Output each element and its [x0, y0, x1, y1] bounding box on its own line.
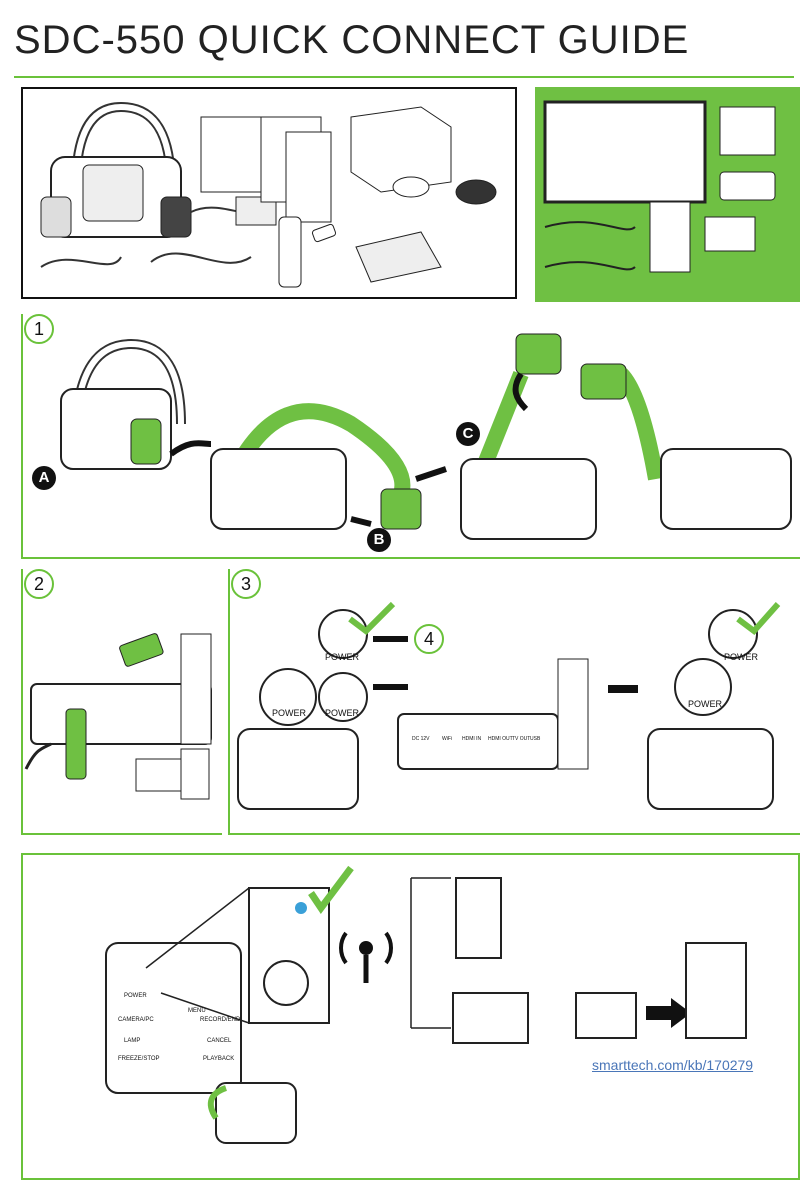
- hdmi-out-label: HDMI OUT: [488, 736, 513, 742]
- dc-12v-label: DC 12V: [412, 736, 430, 742]
- usb-label: USB: [530, 736, 541, 742]
- section-1: [21, 314, 800, 557]
- power-label-3: POWER: [325, 708, 360, 718]
- panel-record-end-label: RECORD/END: [200, 1017, 241, 1023]
- tv-out-label: TV OUT: [512, 736, 531, 742]
- step-2-illustration: [24, 633, 212, 800]
- box-contents-panel: [21, 87, 517, 299]
- panel-menu-label: MENU: [188, 1008, 206, 1014]
- title-rule: [14, 76, 794, 78]
- page-title: SDC-550 QUICK CONNECT GUIDE: [14, 18, 690, 62]
- step-1-badge: 1: [24, 314, 54, 344]
- substep-a-badge: A: [32, 466, 56, 490]
- step-2-badge: 2: [24, 569, 54, 599]
- substep-b-badge: B: [367, 528, 391, 552]
- display-options-illustration: [543, 100, 776, 273]
- step-3-badge: 3: [231, 569, 261, 599]
- box-contents-illustration: [40, 101, 497, 288]
- section-2-divider: [21, 833, 222, 835]
- panel-camera-pc-label: CAMERA/PC: [118, 1017, 154, 1023]
- panel-freeze-stop-label: FREEZE/STOP: [118, 1056, 160, 1062]
- panel-playback-label: PLAYBACK: [203, 1056, 235, 1062]
- power-label-1: POWER: [325, 652, 360, 662]
- power-label-4: POWER: [724, 652, 759, 662]
- wifi-port-label: WiFi: [442, 736, 452, 742]
- step-1-illustration: [60, 333, 792, 540]
- wifi-connection-illustration: [105, 865, 747, 1144]
- panel-cancel-label: CANCEL: [207, 1038, 232, 1044]
- section-3-divider: [228, 833, 800, 835]
- power-label-5: POWER: [688, 699, 723, 709]
- substep-c-badge: C: [456, 422, 480, 446]
- hdmi-in-label: HDMI IN: [462, 736, 482, 742]
- section-2: [21, 569, 222, 833]
- support-link[interactable]: smarttech.com/kb/170279: [592, 1057, 754, 1073]
- section-3: [228, 569, 800, 833]
- section-1-divider: [21, 557, 800, 559]
- panel-lamp-label: LAMP: [124, 1038, 141, 1044]
- step-3-illustration: [237, 601, 781, 810]
- step-4-badge: 4: [414, 624, 444, 654]
- power-label-2: POWER: [272, 708, 307, 718]
- panel-power-label: POWER: [124, 993, 147, 999]
- wifi-connection-panel: [21, 853, 800, 1180]
